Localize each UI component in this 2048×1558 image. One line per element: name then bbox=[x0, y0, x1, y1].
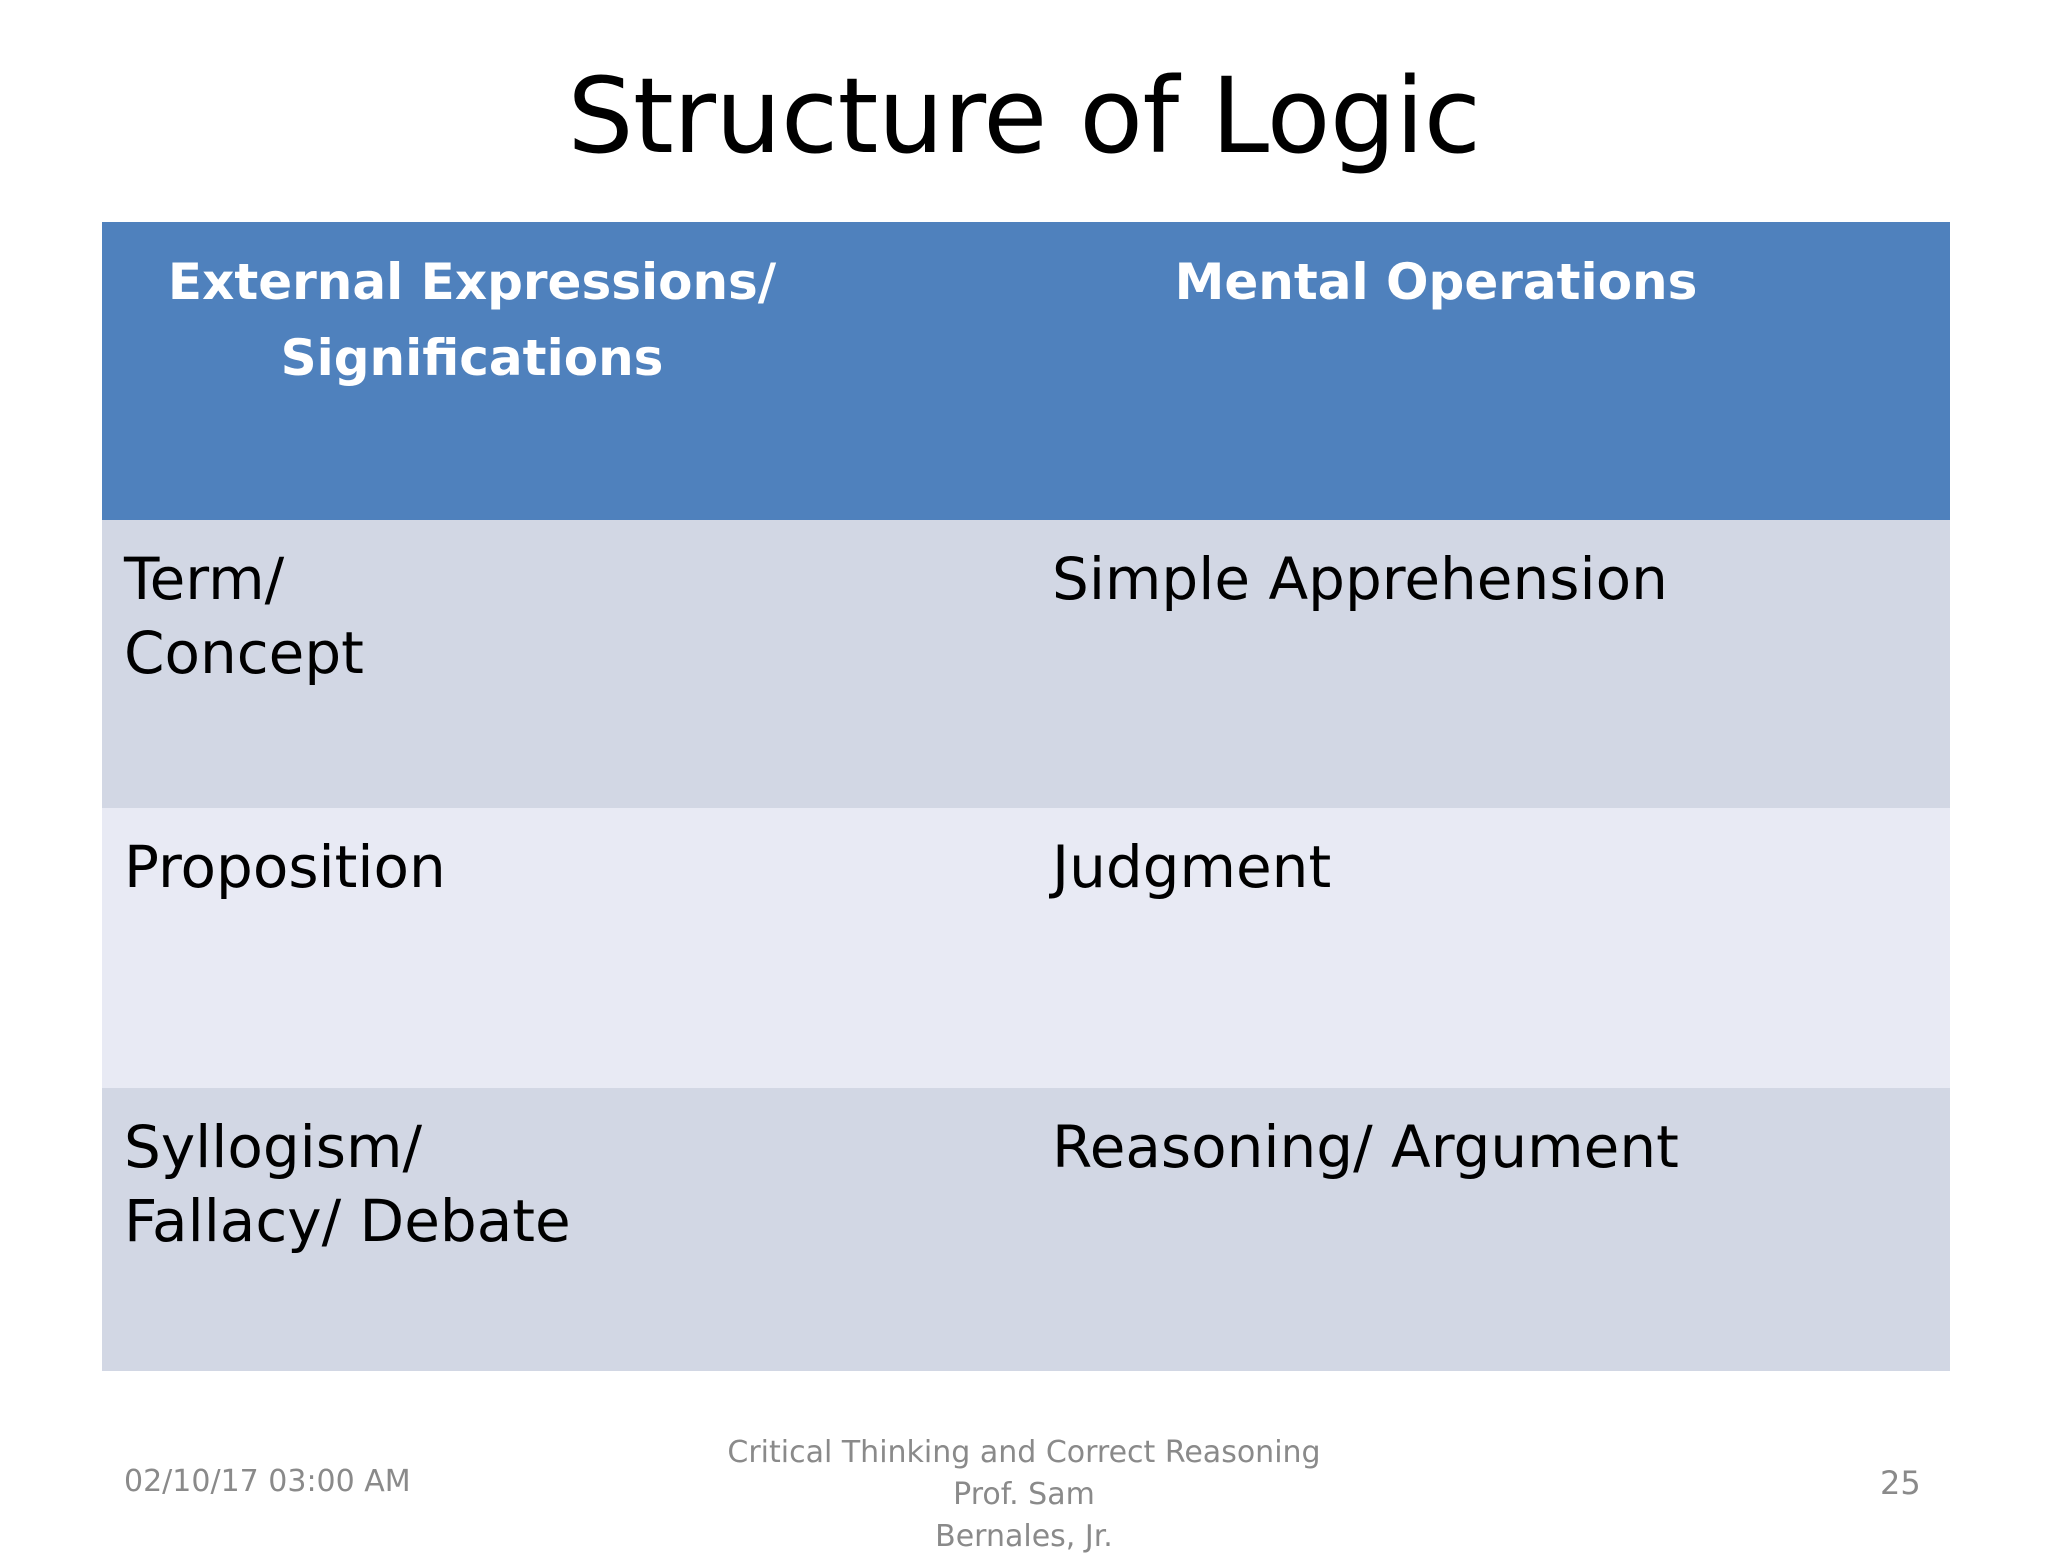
footer-page-number: 25 bbox=[1880, 1464, 1921, 1502]
table-row: Proposition Judgment bbox=[102, 808, 1950, 1088]
column-header-mental-operations-line1: Mental Operations bbox=[1174, 253, 1698, 311]
footer-course-title: Critical Thinking and Correct Reasoning bbox=[727, 1435, 1321, 1470]
table-header-row: External Expressions/ Significations Men… bbox=[102, 222, 1950, 520]
cell-external-syllogism-line1: Syllogism/ bbox=[124, 1113, 423, 1181]
footer-course-credit: Critical Thinking and Correct Reasoning … bbox=[574, 1432, 1474, 1558]
table-row: Syllogism/ Fallacy/ Debate Reasoning/ Ar… bbox=[102, 1088, 1950, 1371]
footer-instructor-line1: Prof. Sam bbox=[953, 1477, 1095, 1512]
cell-mental-judgment: Judgment bbox=[1032, 808, 1950, 1088]
column-header-mental-operations: Mental Operations bbox=[1032, 222, 1950, 520]
cell-external-term-concept: Term/ Concept bbox=[102, 520, 1032, 808]
structure-of-logic-table: External Expressions/ Significations Men… bbox=[102, 222, 1950, 1371]
cell-external-term-concept-line2: Concept bbox=[124, 619, 364, 688]
cell-external-proposition: Proposition bbox=[102, 808, 1032, 1088]
cell-mental-reasoning-argument: Reasoning/ Argument bbox=[1032, 1088, 1950, 1371]
column-header-external-expressions-line2: Significations bbox=[280, 329, 664, 387]
footer-date: 02/10/17 03:00 AM bbox=[124, 1464, 411, 1499]
column-header-external-expressions: External Expressions/ Significations bbox=[102, 222, 1032, 520]
cell-external-term-concept-line1: Term/ bbox=[124, 545, 285, 613]
cell-mental-judgment-line1: Judgment bbox=[1052, 833, 1332, 901]
cell-external-syllogism-fallacy-debate: Syllogism/ Fallacy/ Debate bbox=[102, 1088, 1032, 1371]
cell-mental-reasoning-argument-line1: Reasoning/ Argument bbox=[1052, 1113, 1679, 1181]
footer-instructor-line2: Bernales, Jr. bbox=[935, 1519, 1113, 1554]
column-header-external-expressions-line1: External Expressions/ bbox=[167, 253, 777, 311]
slide-footer: 02/10/17 03:00 AM Critical Thinking and … bbox=[0, 1432, 2048, 1554]
cell-mental-simple-apprehension: Simple Apprehension bbox=[1032, 520, 1950, 808]
cell-external-syllogism-line2: Fallacy/ Debate bbox=[124, 1187, 571, 1256]
cell-external-proposition-line1: Proposition bbox=[124, 833, 446, 901]
table-row: Term/ Concept Simple Apprehension bbox=[102, 520, 1950, 808]
cell-mental-simple-apprehension-line1: Simple Apprehension bbox=[1052, 545, 1668, 613]
page-title: Structure of Logic bbox=[567, 55, 1481, 177]
